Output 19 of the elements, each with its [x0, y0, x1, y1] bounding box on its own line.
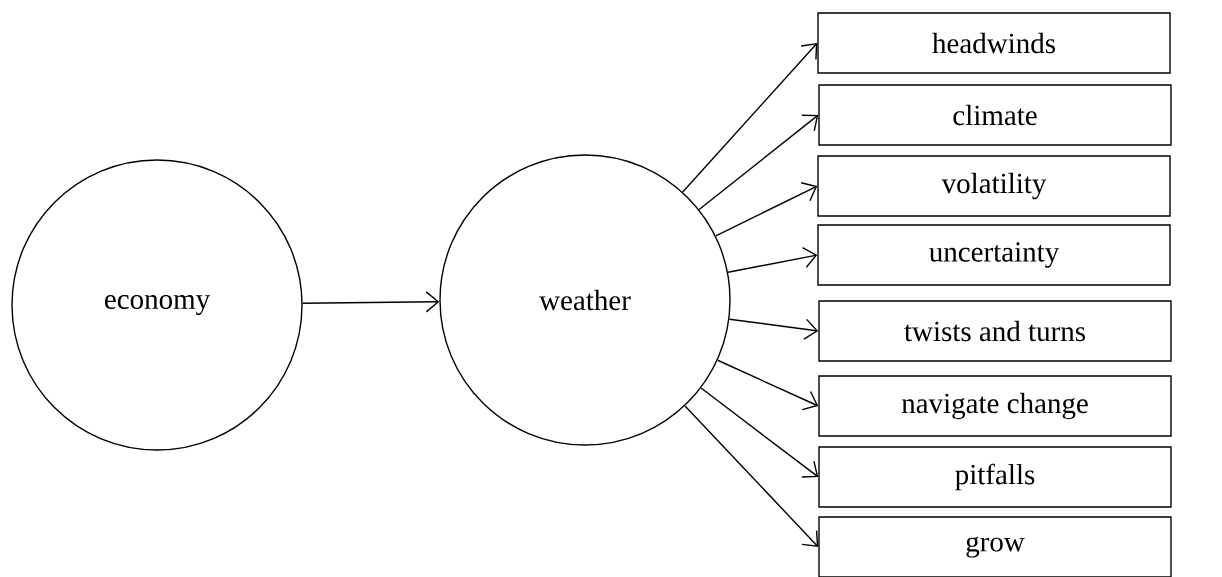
text-box: uncertainty: [817, 224, 1171, 286]
arrow: [684, 405, 819, 547]
text-box: grow: [818, 516, 1172, 577]
arrow: [716, 359, 819, 411]
text-box: climate: [818, 84, 1172, 146]
circle-node: economy: [11, 159, 303, 451]
text-box: volatility: [817, 155, 1171, 217]
arrow: [700, 387, 819, 478]
arrow: [728, 318, 819, 340]
arrow: [698, 114, 819, 211]
text-box: navigate change: [818, 375, 1172, 437]
arrow: [302, 291, 440, 313]
circle-node: weather: [439, 154, 731, 446]
text-box: pitfalls: [818, 446, 1172, 508]
arrow: [715, 182, 818, 237]
text-box: headwinds: [817, 12, 1171, 74]
arrow: [682, 43, 818, 193]
text-box: twists and turns: [818, 300, 1172, 362]
arrow: [727, 246, 818, 273]
